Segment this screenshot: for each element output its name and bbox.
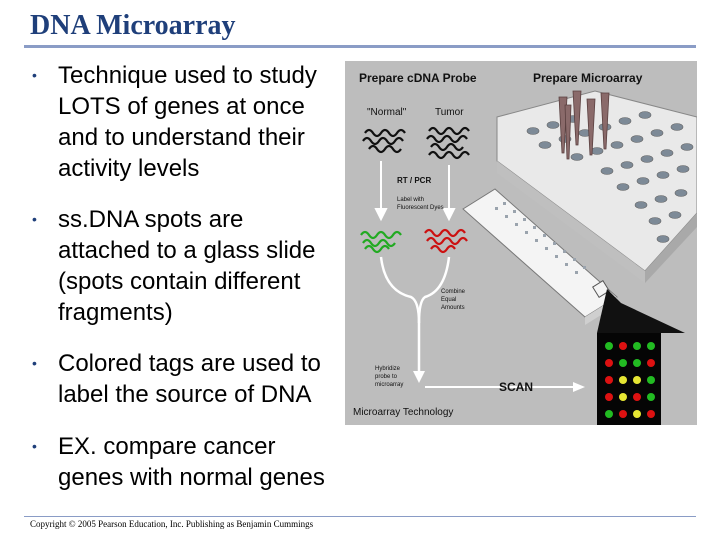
spot: [647, 376, 655, 384]
label-combine-3: Amounts: [441, 305, 465, 311]
footer-divider: [24, 516, 696, 517]
title-divider: [24, 45, 696, 48]
red-probe-squiggles: [424, 228, 468, 254]
tumor-mrna-squiggles: [426, 126, 470, 160]
microwell-plate: [496, 90, 697, 283]
spot: [633, 342, 641, 350]
bullet-line: attached to a glass slide: [58, 237, 316, 264]
spot: [633, 359, 641, 367]
bullet-item: • Colored tags are used to label the sou…: [30, 348, 360, 410]
normal-mrna-squiggles: [362, 128, 406, 154]
bullet-line: Colored tags are used to: [58, 350, 321, 377]
bullet-text: Colored tags are used to label the sourc…: [58, 348, 321, 410]
bullet-line: ss.DNA spots are: [58, 206, 244, 233]
bullet-item: • Technique used to study LOTS of genes …: [30, 60, 360, 184]
bullet-line: label the source of DNA: [58, 381, 312, 408]
bullet-text: Technique used to study LOTS of genes at…: [58, 60, 317, 184]
copyright-footer: Copyright © 2005 Pearson Education, Inc.…: [30, 519, 314, 529]
spot: [619, 359, 627, 367]
spot: [619, 410, 627, 418]
bullet-text: ss.DNA spots are attached to a glass sli…: [58, 204, 316, 328]
spot: [605, 359, 613, 367]
scan-arrow: [425, 382, 585, 392]
bullet-line: EX. compare cancer: [58, 433, 276, 460]
heading-prepare-microarray: Prepare Microarray: [533, 71, 643, 85]
bullet-item: • ss.DNA spots are attached to a glass s…: [30, 204, 360, 328]
bullet-line: (spots contain different: [58, 268, 301, 295]
spot: [605, 342, 613, 350]
spot: [647, 410, 655, 418]
spot: [605, 410, 613, 418]
spot: [619, 342, 627, 350]
bullet-text: EX. compare cancer genes with normal gen…: [58, 431, 325, 493]
spot: [647, 393, 655, 401]
label-with-dyes-1: Label with: [397, 197, 424, 203]
label-hybridize-1: Hybridize: [375, 366, 401, 372]
bullet-marker: •: [32, 438, 37, 454]
figure-caption: Microarray Technology: [353, 407, 453, 418]
scan-result-spots: [605, 342, 655, 418]
bullet-marker: •: [32, 355, 37, 371]
arrow-head-down: [413, 371, 425, 383]
spot: [647, 359, 655, 367]
green-probe-squiggles: [360, 230, 402, 254]
label-tumor: Tumor: [435, 107, 464, 118]
label-hybridize-2: probe to: [375, 374, 398, 380]
label-normal: "Normal": [367, 107, 407, 118]
bullet-line: activity levels: [58, 155, 200, 182]
label-rt-pcr: RT / PCR: [397, 176, 431, 185]
zoom-wedge: [597, 289, 685, 333]
bullet-line: LOTS of genes at once: [58, 93, 305, 120]
bullet-item: • EX. compare cancer genes with normal g…: [30, 431, 360, 493]
spot: [647, 342, 655, 350]
bullet-line: Technique used to study: [58, 62, 317, 89]
pipette-tips: [558, 90, 610, 160]
slide-label-square: [592, 280, 610, 298]
microarray-diagram: Prepare cDNA Probe Prepare Microarray "N…: [345, 61, 697, 425]
spot: [633, 376, 641, 384]
label-scan: SCAN: [499, 380, 533, 394]
spot: [619, 376, 627, 384]
heading-prepare-probe: Prepare cDNA Probe: [359, 71, 477, 85]
flow-arrows-top: [374, 161, 456, 222]
bullet-line: fragments): [58, 299, 173, 326]
label-with-dyes-2: Fluorescent Dyes: [397, 205, 444, 211]
microarray-svg: Prepare cDNA Probe Prepare Microarray "N…: [353, 71, 697, 425]
bullet-line: genes with normal genes: [58, 464, 325, 491]
plate-wells: [526, 111, 694, 243]
bullet-marker: •: [32, 67, 37, 83]
spot: [633, 393, 641, 401]
page-title: DNA Microarray: [30, 10, 236, 41]
slide-spot-array: [495, 202, 586, 274]
combine-arrows: [379, 256, 451, 373]
bullet-line: and to understand their: [58, 124, 305, 151]
spot: [605, 393, 613, 401]
spot: [633, 410, 641, 418]
label-hybridize-3: microarray: [375, 382, 403, 388]
label-combine-1: Combine: [441, 289, 466, 295]
bullet-marker: •: [32, 211, 37, 227]
spot: [605, 376, 613, 384]
spot: [619, 393, 627, 401]
label-combine-2: Equal: [441, 297, 456, 303]
